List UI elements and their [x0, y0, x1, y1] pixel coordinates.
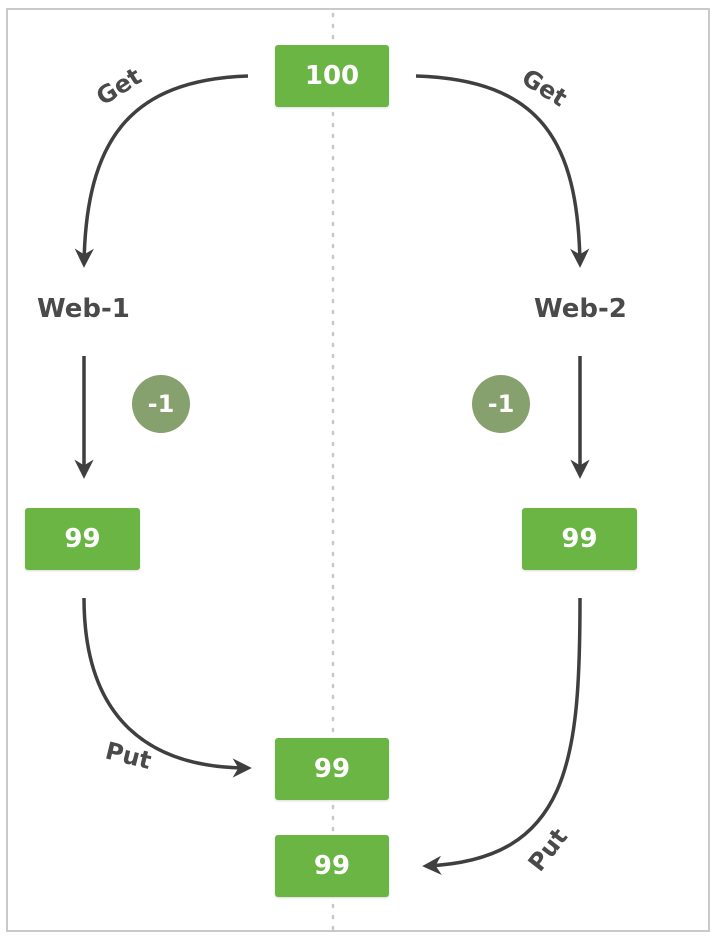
web-2-result-box: 99 [522, 508, 637, 570]
put-arrow-right [422, 597, 582, 875]
get-label-left: Get [91, 62, 146, 111]
decrement-badge-left: -1 [132, 375, 190, 433]
put-arrow-left [82, 597, 252, 778]
source-value-box: 100 [275, 45, 389, 107]
get-arrow-right [415, 74, 590, 268]
web-1-result-box: 99 [25, 508, 140, 570]
decrement-badge-right: -1 [472, 375, 530, 433]
final-value-box-2: 99 [275, 835, 389, 897]
final-value-box-1: 99 [275, 738, 389, 800]
get-arrow-left [74, 74, 249, 268]
web-2-label: Web-2 [534, 294, 627, 324]
web-1-label: Web-1 [37, 294, 130, 324]
